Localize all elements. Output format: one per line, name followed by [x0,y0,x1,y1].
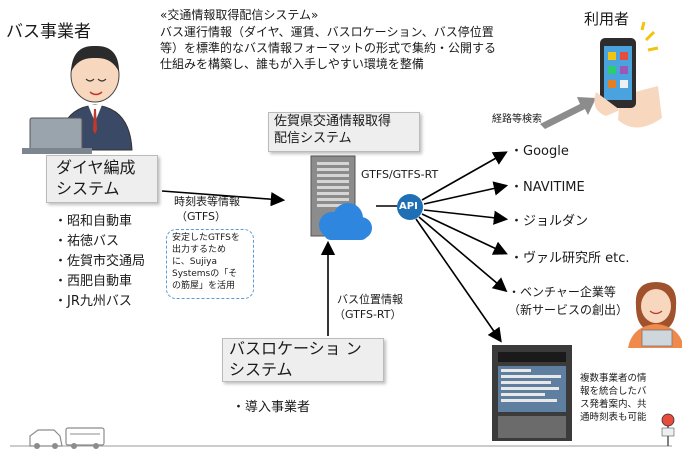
api-node [397,194,423,220]
system-heading: «交通情報取得配信システム» [160,8,319,22]
timetable-system-label-2: システム [56,179,120,198]
central-system-label-1: 佐賀県交通情報取得 [274,114,392,129]
destination-val-laboratory: ・ヴァル研究所 etc. [510,251,630,266]
bus-stop-icon [661,413,675,446]
route-search-arrow [540,97,596,129]
bus-location-system-box [222,338,384,382]
bus-location-system-label-1: バスロケーショ ン [229,339,362,358]
signage-note-line-1: 複数事業者の情 [580,373,647,384]
sujiya-note-line-2: 出力するため [172,245,227,255]
operators-label: バス事業者 [6,22,91,42]
system-description-line-2: 等）を標準的なバス情報フォーマットの形式で集約・公開する [160,41,497,55]
api-arrow-google [421,151,508,201]
operator-company-5: ・JR九州バス [54,294,132,309]
destination-jorudan: ・ジョルダン [510,214,589,229]
laptop-icon [22,117,92,154]
bus-position-label: バス位置情報 [337,293,403,306]
adopting-operators-label: ・導入事業者 [232,400,311,415]
destination-venture: ・ベンチャー企業等 [508,285,616,299]
signage-note-line-3: ス発着案内、共 [580,399,647,410]
api-arrow-navitime [423,181,509,205]
signage-note-line-2: 報を統合したバ [580,386,647,397]
bus-location-system-label-2: システム [229,360,293,379]
api-arrow-venture [418,216,508,293]
timetable-format-label: （GTFS） [176,210,226,223]
sujiya-note-box [166,229,254,299]
operator-company-3: ・佐賀市交通局 [54,254,146,269]
sujiya-note-line-5: の筋屋」を活用 [172,281,236,291]
destination-navitime: ・NAVITIME [510,180,585,195]
destination-new-services: （新サービスの創出） [508,303,629,317]
route-search-label: 経路等検索 [492,114,542,125]
timetable-arrow [161,190,286,207]
central-system-box [268,112,420,152]
gtfs-output-label: GTFS/GTFS-RT [361,168,439,181]
car-icon [29,429,63,449]
api-arrow-val [421,213,508,255]
bus-icon [65,427,105,449]
users-label: 利用者 [584,10,630,28]
api-label: API [399,201,418,212]
bus-signage-photo [492,345,572,441]
cloud-icon [319,203,372,240]
operator-company-1: ・昭和自動車 [54,214,133,229]
smartphone-icon [594,21,662,128]
timetable-system-label-1: ダイヤ編成 [56,158,136,177]
sujiya-note-line-3: に、Sujiya [172,257,217,267]
central-system-label-2: 配信システム [274,131,352,146]
sujiya-note-line-1: 安定したGTFSを [172,233,240,243]
api-arrow-jorudan [423,209,509,225]
woman-icon [628,282,682,348]
signage-note-line-4: 通時刻表も可能 [580,412,647,423]
bus-position-format-label: （GTFS-RT） [334,308,402,321]
system-description-line-1: バス運行情報（ダイヤ、運賃、バスロケーション、バス停位置 [160,25,494,39]
api-arrow-signage [415,218,502,343]
timetable-info-label: 時刻表等情報 [174,195,240,208]
destination-google: ・Google [510,144,569,159]
operator-company-2: ・祐徳バス [54,234,120,249]
system-description-line-3: 仕組みを構築し、誰もが入手しやすい環境を整備 [160,57,424,71]
timetable-system-box [46,155,158,203]
operator-company-4: ・西肥自動車 [54,274,133,289]
sujiya-note-line-4: Systemsの「そ [172,269,238,279]
